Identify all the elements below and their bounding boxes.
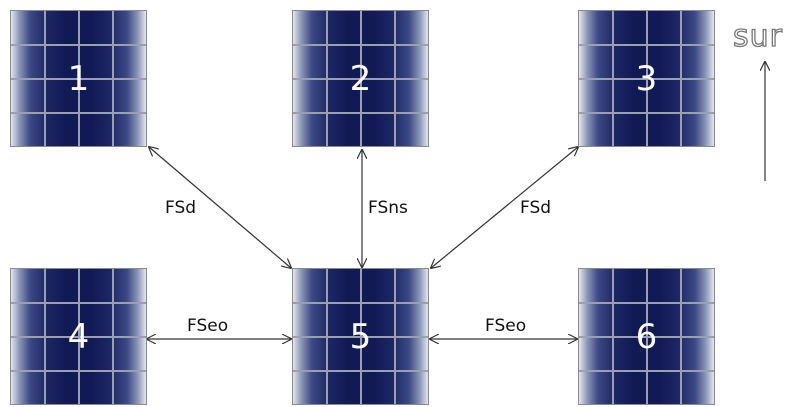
panel-number: 1 (67, 58, 90, 99)
label-fsd-right: FSd (520, 198, 552, 218)
solar-panel-2: 2 (292, 10, 429, 147)
panel-number: 5 (349, 316, 372, 357)
panel-number: 4 (67, 316, 90, 357)
panel-grid (293, 269, 428, 404)
label-fsns: FSns (368, 198, 408, 218)
panel-grid (11, 269, 146, 404)
panel-grid (579, 11, 714, 146)
arrow-1-5 (149, 147, 291, 268)
label-fsd-left: FSd (165, 198, 197, 218)
panel-grid (11, 11, 146, 146)
label-fseo-left: FSeo (187, 316, 229, 336)
arrow-3-5 (431, 147, 578, 268)
solar-panel-6: 6 (578, 268, 715, 405)
panel-number: 2 (349, 58, 372, 99)
compass-label: sur (732, 19, 783, 54)
solar-panel-1: 1 (10, 10, 147, 147)
panel-grid (293, 11, 428, 146)
panel-number: 3 (635, 58, 658, 99)
panel-number: 6 (635, 316, 658, 357)
panel-grid (579, 269, 714, 404)
solar-panel-4: 4 (10, 268, 147, 405)
solar-panel-3: 3 (578, 10, 715, 147)
label-fseo-right: FSeo (485, 316, 527, 336)
solar-panel-5: 5 (292, 268, 429, 405)
